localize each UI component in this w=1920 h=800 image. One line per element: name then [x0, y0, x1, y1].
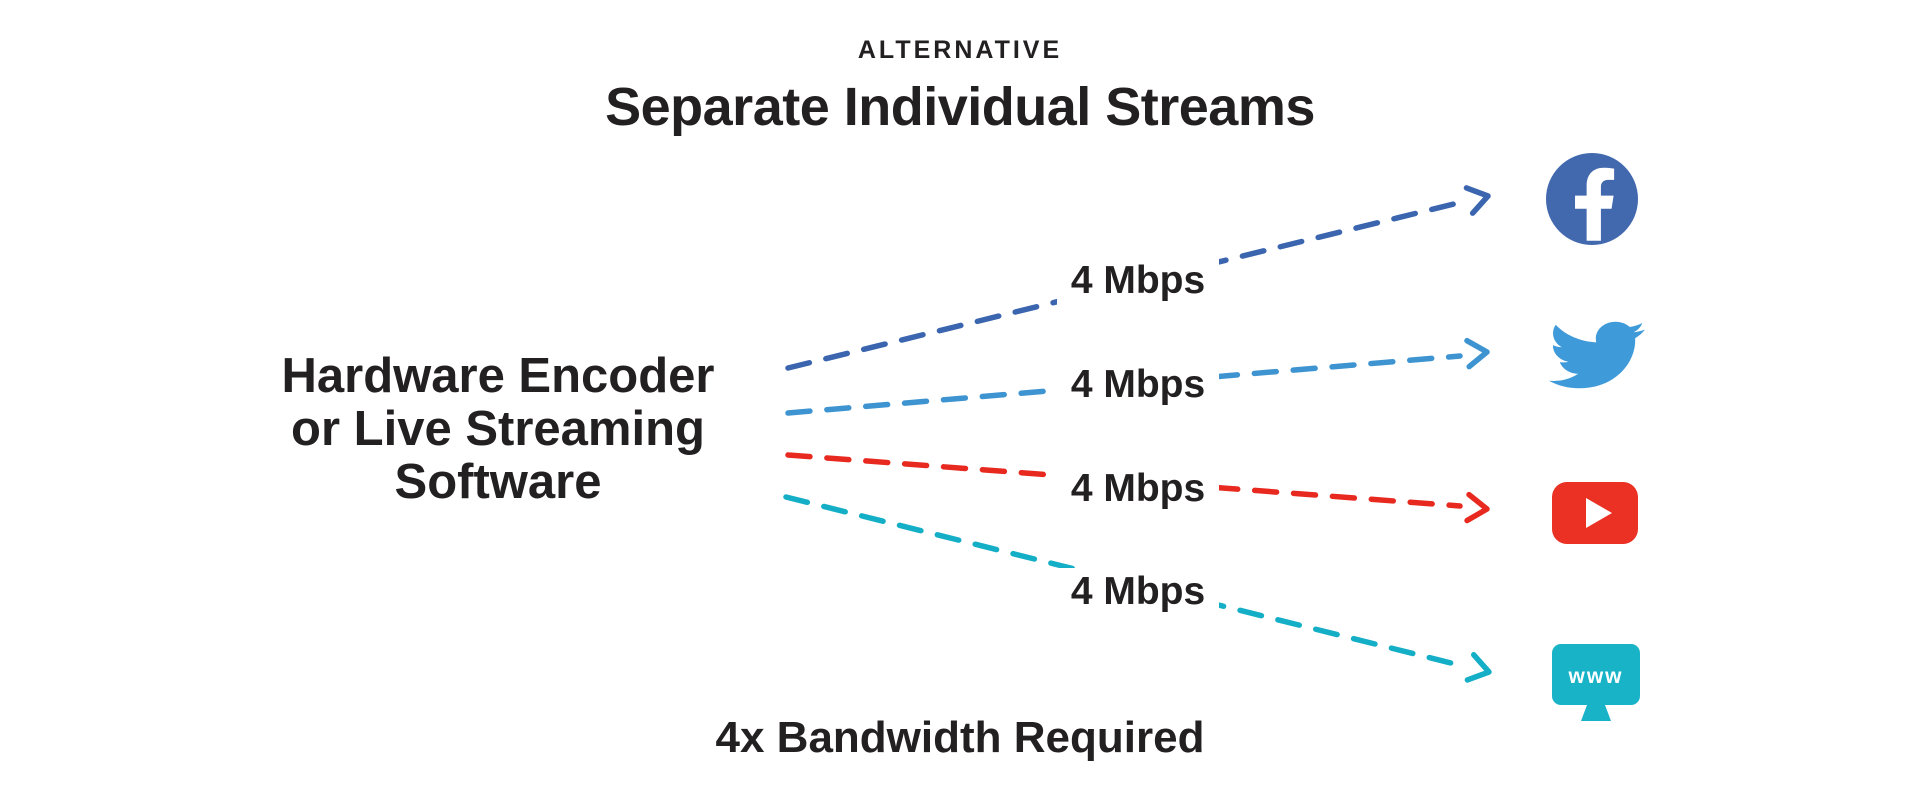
bandwidth-label-website: 4 Mbps — [1023, 568, 1253, 616]
bandwidth-label-twitter: 4 Mbps — [1023, 361, 1253, 409]
bandwidth-label-facebook: 4 Mbps — [1023, 257, 1253, 305]
bandwidth-value: 4 Mbps — [1056, 361, 1220, 409]
encoder-source-label: Hardware Encoder or Live Streaming Softw… — [230, 350, 766, 509]
dashed-line-twitter — [785, 353, 1463, 416]
monitor-screen — [1552, 644, 1640, 705]
website-icon: www — [1550, 644, 1642, 722]
arrowhead-facebook-icon — [1463, 185, 1491, 216]
bandwidth-value: 4 Mbps — [1056, 568, 1220, 616]
arrowhead-youtube-icon — [1464, 491, 1490, 524]
encoder-source-line-1: Hardware Encoder — [281, 349, 715, 403]
dashed-line-facebook — [785, 199, 1465, 371]
www-text: www — [1567, 665, 1623, 688]
encoder-source-line-2: or Live Streaming — [291, 402, 705, 456]
arrowhead-website-icon — [1464, 652, 1492, 683]
arrow-youtube — [785, 452, 1490, 524]
kicker-label: ALTERNATIVE — [857, 36, 1063, 64]
youtube-icon — [1552, 482, 1638, 544]
facebook-icon — [1546, 153, 1638, 245]
page-title: Separate Individual Streams — [605, 77, 1315, 137]
encoder-source-line-3: Software — [394, 455, 602, 509]
arrow-facebook — [785, 185, 1491, 371]
arrow-twitter — [785, 337, 1490, 416]
footer-note: 4x Bandwidth Required — [715, 713, 1205, 762]
arrowhead-twitter-icon — [1464, 337, 1490, 370]
bandwidth-value: 4 Mbps — [1056, 257, 1220, 305]
bandwidth-label-youtube: 4 Mbps — [1023, 465, 1253, 513]
twitter-icon — [1549, 314, 1645, 396]
monitor-stand — [1581, 705, 1611, 721]
bandwidth-value: 4 Mbps — [1056, 465, 1220, 513]
dashed-line-youtube — [785, 452, 1463, 509]
